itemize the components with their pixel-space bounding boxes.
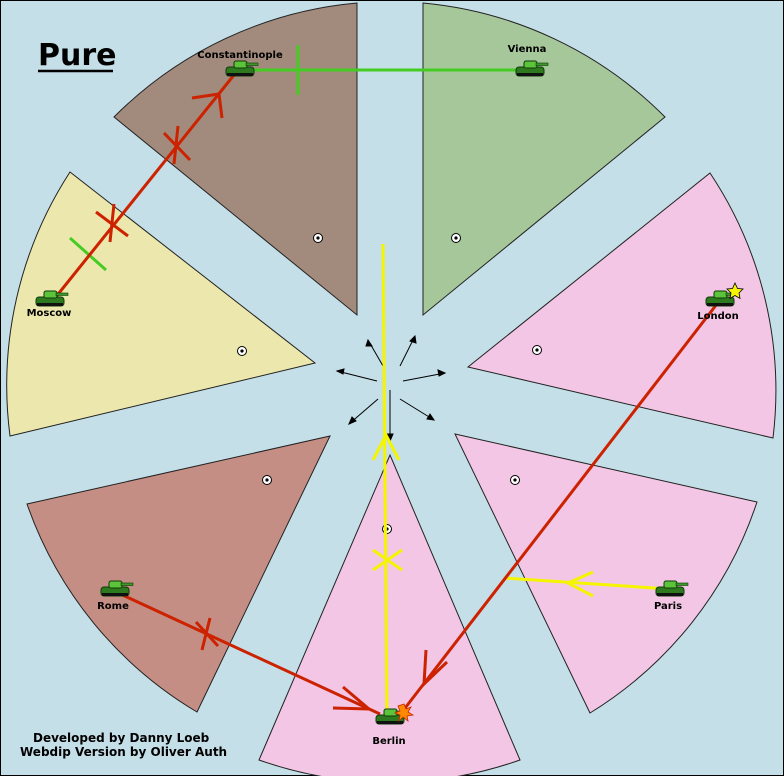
- supply-center-icon: [237, 346, 247, 356]
- order-move-london: [400, 299, 722, 713]
- order-move-rome: [115, 590, 381, 716]
- supply-center-icon: [451, 233, 461, 243]
- territory-label-paris: Paris: [654, 601, 682, 612]
- supply-center-icon: [532, 345, 542, 355]
- order-move-moscow: [53, 69, 240, 299]
- star-icon: [726, 282, 744, 300]
- order-support-vienna: [240, 45, 530, 95]
- order-support-paris: [503, 570, 670, 598]
- territory-paris[interactable]: [454, 433, 758, 714]
- territory-label-vienna: Vienna: [508, 44, 547, 55]
- explosion-icon: [393, 703, 415, 723]
- territory-rome[interactable]: [26, 435, 331, 713]
- supply-center-icon: [262, 475, 272, 485]
- territory-label-constantinople: Constantinople: [197, 50, 283, 61]
- center-hold-arrows: [335, 334, 447, 443]
- territory-label-berlin: Berlin: [372, 736, 405, 747]
- credit-webdip: Webdip Version by Oliver Auth: [20, 745, 227, 759]
- supply-center-icon: [313, 233, 323, 243]
- order-support-constantinople: [69, 236, 107, 272]
- territory-moscow[interactable]: [6, 171, 317, 437]
- credit-developer: Developed by Danny Loeb: [33, 731, 210, 745]
- territory-label-london: London: [697, 311, 739, 322]
- map-title: Pure: [38, 38, 117, 73]
- territory-label-rome: Rome: [97, 601, 129, 612]
- territory-london[interactable]: [466, 172, 777, 439]
- supply-center-icon: [382, 524, 392, 534]
- order-support-berlin: [371, 243, 403, 719]
- territory-berlin[interactable]: [258, 453, 521, 776]
- territory-constantinople[interactable]: [113, 2, 358, 317]
- territory-label-moscow: Moscow: [27, 308, 72, 319]
- territory-vienna[interactable]: [422, 2, 666, 317]
- supply-center-icon: [510, 475, 520, 485]
